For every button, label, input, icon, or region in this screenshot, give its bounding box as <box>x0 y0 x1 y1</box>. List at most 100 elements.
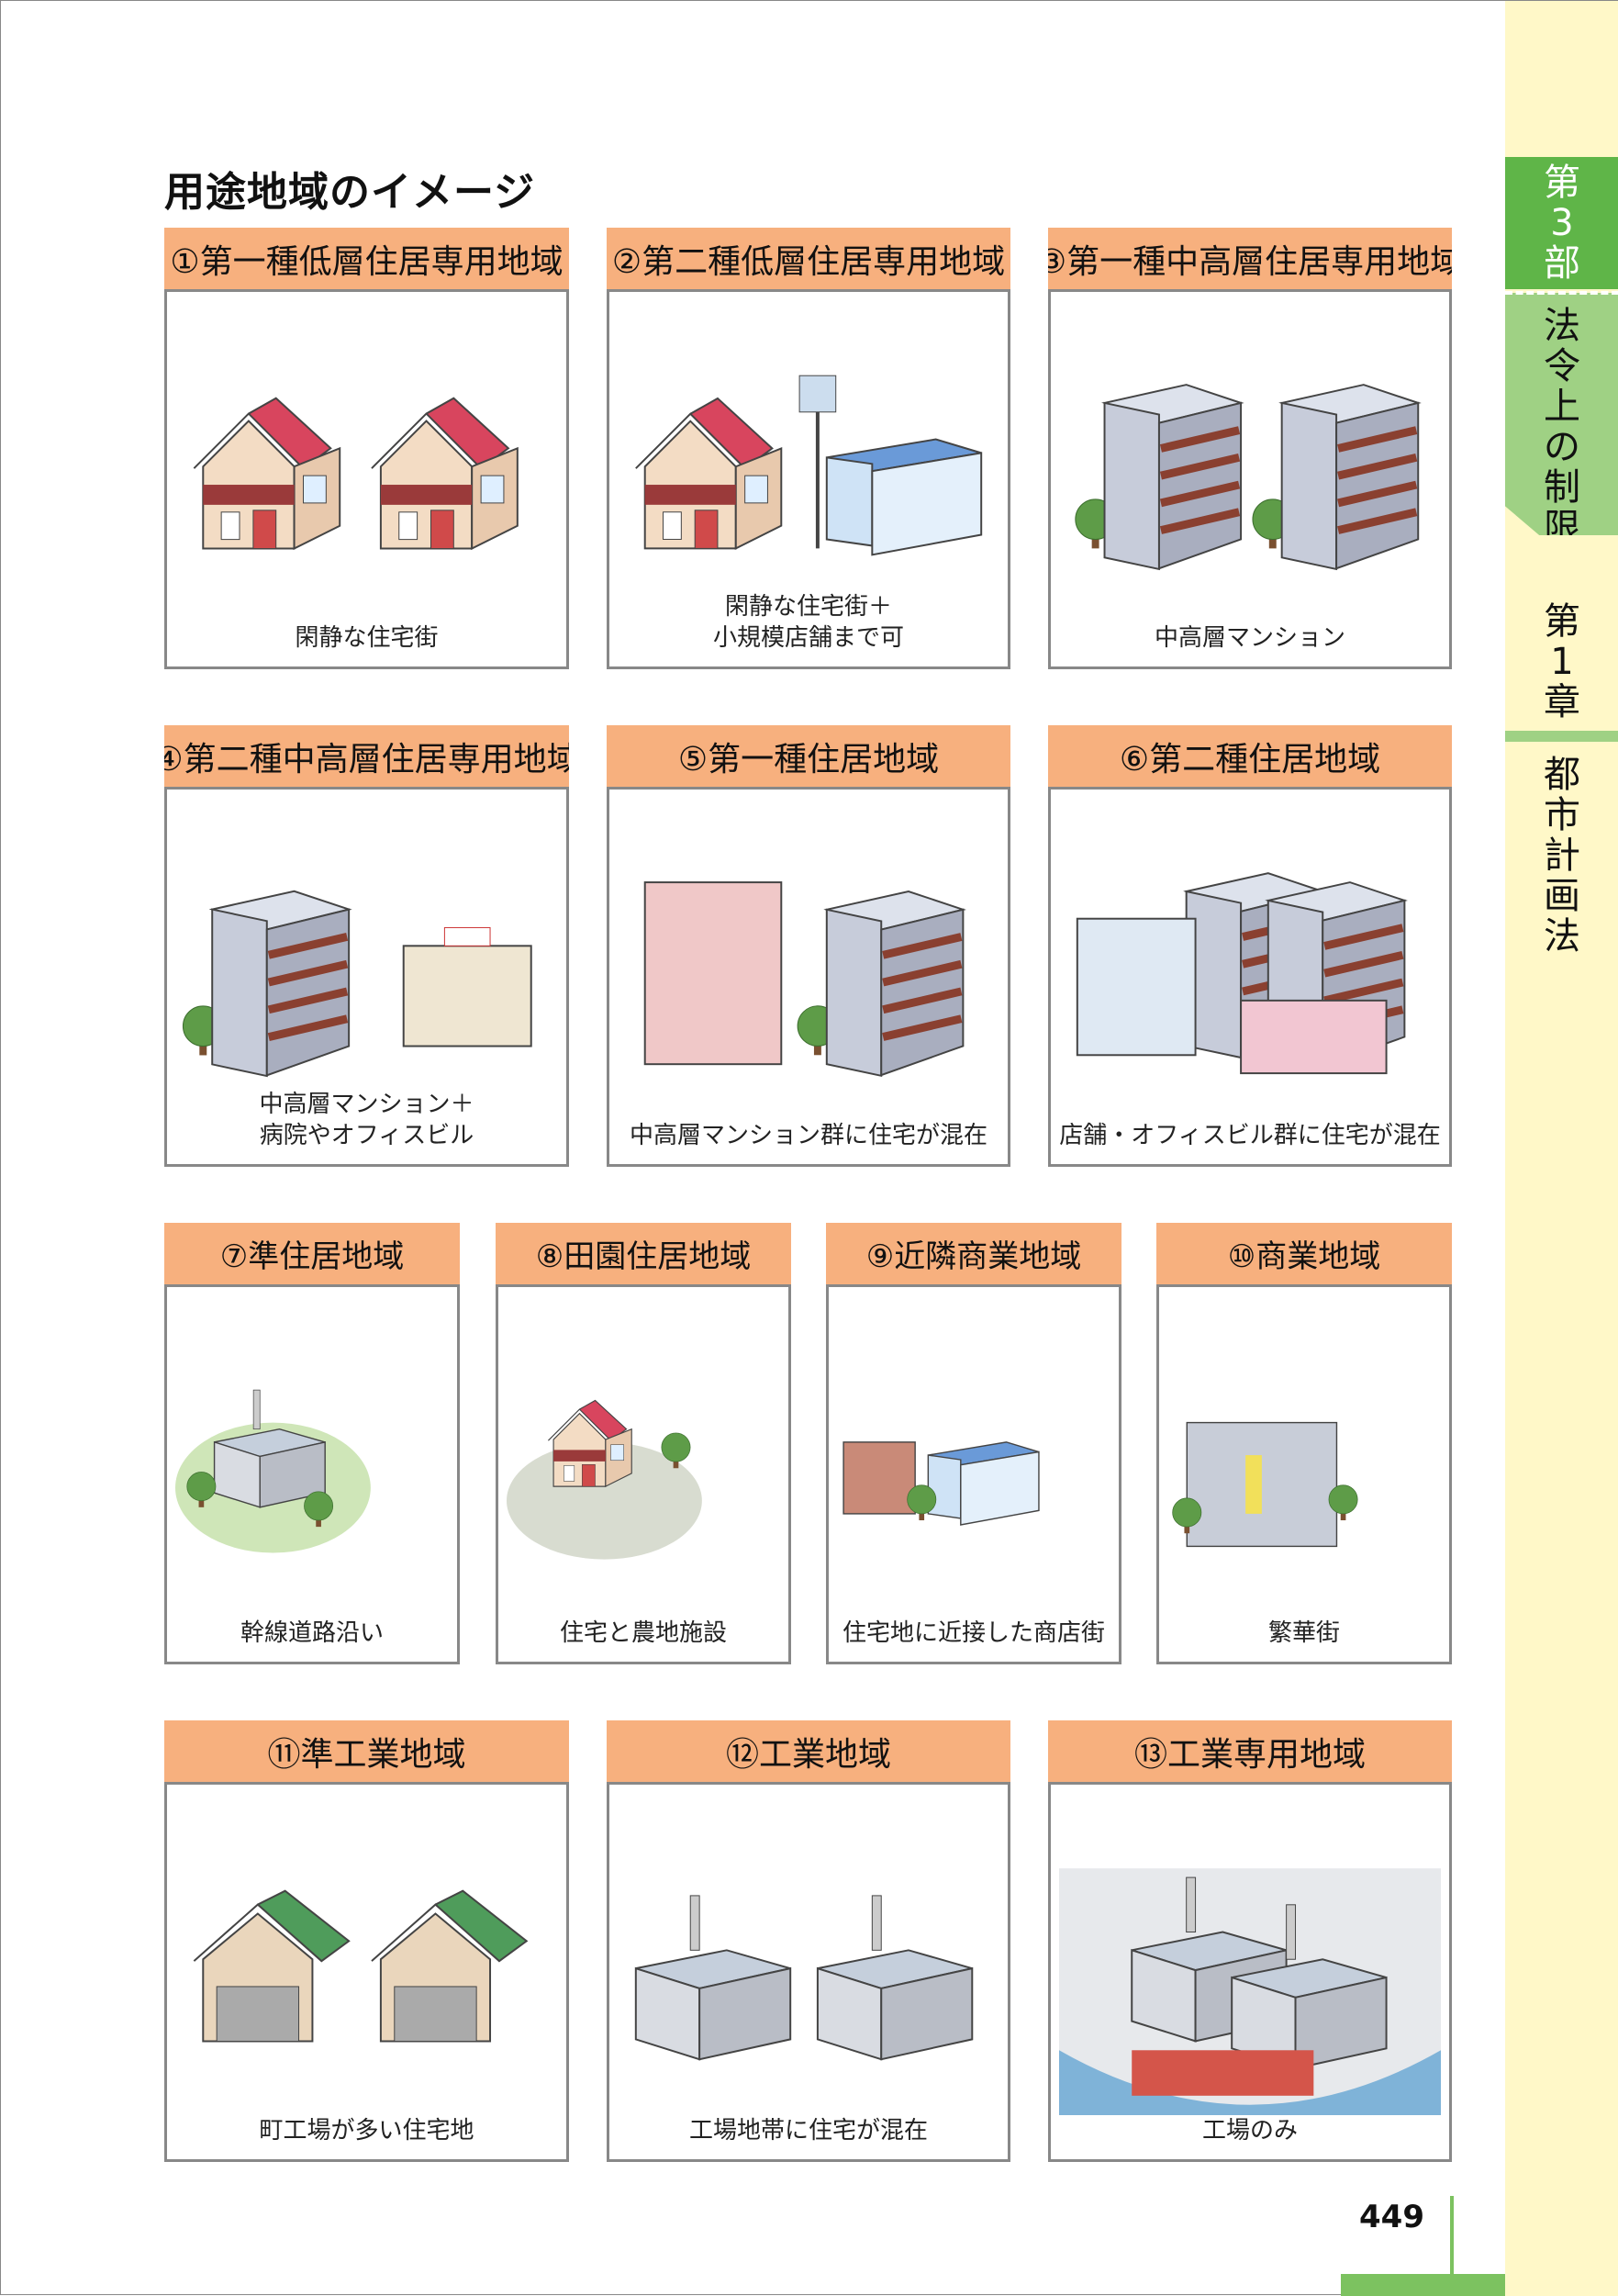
zone-illustration <box>634 1894 974 2061</box>
zone-caption: 工場地帯に住宅が混在 <box>609 2115 1008 2146</box>
zone-caption: 中高層マンション <box>1051 622 1449 654</box>
caption-line: 閑静な住宅街 <box>295 624 439 652</box>
zone-illustration <box>192 1889 528 2043</box>
zone-caption: 工場のみ <box>1051 2115 1449 2146</box>
zone-title: ②第二種低層住居専用地域 <box>607 228 1010 289</box>
zone-caption: 店舗・オフィスビル群に住宅が混在 <box>1051 1120 1449 1151</box>
zone-caption: 町工場が多い住宅地 <box>167 2115 566 2146</box>
zone-title: ⑪準工業地域 <box>164 1720 569 1782</box>
zone-illustration-frame: 中高層マンション <box>1048 289 1452 669</box>
part-title-char: 制 <box>1544 466 1580 509</box>
zone-caption: 中高層マンション群に住宅が混在 <box>609 1120 1008 1151</box>
caption-line: 中高層マンション群に住宅が混在 <box>629 1122 988 1149</box>
caption-line: 住宅と農地施設 <box>559 1619 727 1647</box>
zone-illustration <box>1059 1868 1441 2115</box>
zone-title: ④第二種中高層住居専用地域 <box>164 725 569 787</box>
caption-line: 町工場が多い住宅地 <box>259 2117 474 2145</box>
part-char: 第 <box>1544 162 1580 204</box>
chapter-title-char: 都 <box>1544 754 1580 796</box>
caption-line: 閑静な住宅街＋ <box>724 593 892 621</box>
zone-card: ②第二種低層住居専用地域 閑静な住宅街＋ 小規模店舗まで可 <box>607 228 1010 669</box>
zone-card: ⑦準住居地域 幹線道路沿い <box>164 1223 460 1664</box>
zone-illustration <box>507 1399 702 1560</box>
zone-illustration-frame: 閑静な住宅街＋ 小規模店舗まで可 <box>607 289 1010 669</box>
chapter-title-char: 画 <box>1544 875 1580 917</box>
zone-caption: 閑静な住宅街＋ 小規模店舗まで可 <box>609 591 1008 654</box>
zone-illustration-frame: 幹線道路沿い <box>164 1284 460 1664</box>
zone-illustration <box>192 397 519 550</box>
page-footer-bar <box>1341 2274 1505 2296</box>
zone-illustration-frame: 住宅地に近接した商店街 <box>826 1284 1121 1664</box>
chapter-char: 章 <box>1544 681 1580 723</box>
zone-illustration-frame: 中高層マンション群に住宅が混在 <box>607 787 1010 1167</box>
zone-caption: 住宅地に近接した商店街 <box>829 1618 1119 1649</box>
zone-illustration-frame: 中高層マンション＋ 病院やオフィスビル <box>164 787 569 1167</box>
zone-illustration-frame: 住宅と農地施設 <box>496 1284 791 1664</box>
zone-illustration-frame: 店舗・オフィスビル群に住宅が混在 <box>1048 787 1452 1167</box>
part-title-char: 令 <box>1544 345 1580 387</box>
part-char: 3 <box>1550 202 1574 244</box>
zone-title: ⑦準住居地域 <box>164 1223 460 1284</box>
zone-illustration <box>842 1441 1040 1526</box>
zone-illustration <box>175 1389 371 1553</box>
zone-title: ⑥第二種住居地域 <box>1048 725 1452 787</box>
zone-card: ⑬工業専用地域 工場のみ <box>1048 1720 1452 2162</box>
caption-line: 繁華街 <box>1267 1619 1340 1647</box>
part-char: 部 <box>1544 242 1580 285</box>
page-title: 用途地域のイメージ <box>164 169 536 216</box>
caption-line: 工場地帯に住宅が混在 <box>688 2117 928 2145</box>
zone-card: ③第一種中高層住居専用地域 中高層マンション <box>1048 228 1452 669</box>
chapter-title-char: 計 <box>1544 834 1580 877</box>
caption-line: 小規模店舗まで可 <box>712 624 904 652</box>
chapter-char: 第 <box>1544 600 1580 643</box>
zone-illustration-frame: 工場のみ <box>1048 1782 1452 2162</box>
part-title-char: 限 <box>1544 507 1580 549</box>
caption-line: 中高層マンション＋ <box>259 1091 474 1118</box>
zone-illustration-frame: 繁華街 <box>1156 1284 1452 1664</box>
zone-card: ⑥第二種住居地域 店舗・オフィスビル群に住宅が混在 <box>1048 725 1452 1167</box>
part-title-char: 法 <box>1544 305 1580 347</box>
zone-illustration <box>1172 1421 1358 1548</box>
zone-card: ④第二種中高層住居専用地域 中高層マンション＋ 病院やオフィスビル <box>164 725 569 1167</box>
zone-title: ⑧田園住居地域 <box>496 1223 791 1284</box>
zone-card: ①第一種低層住居専用地域 閑静な住宅街 <box>164 228 569 669</box>
zone-caption: 閑静な住宅街 <box>167 622 566 654</box>
caption-line: 住宅地に近接した商店街 <box>842 1619 1105 1647</box>
zone-illustration <box>1075 356 1441 622</box>
part-title-char: の <box>1544 426 1580 468</box>
zone-card: ⑪準工業地域 町工場が多い住宅地 <box>164 1720 569 2162</box>
page-number: 449 <box>1359 2199 1424 2235</box>
zone-illustration-frame: 工場地帯に住宅が混在 <box>607 1782 1010 2162</box>
dashed-divider <box>1505 291 1618 295</box>
part-title-tab[interactable]: 法令上の制限 <box>1505 293 1618 535</box>
zone-illustration <box>1076 854 1441 1075</box>
zone-title: ⑨近隣商業地域 <box>826 1223 1121 1284</box>
zone-title: ③第一種中高層住居専用地域 <box>1048 228 1452 289</box>
chapter-title-char: 法 <box>1544 915 1580 958</box>
zone-card: ⑤第一種住居地域 中高層マンション群に住宅が混在 <box>607 725 1010 1167</box>
zone-card: ⑨近隣商業地域 住宅地に近接した商店街 <box>826 1223 1121 1664</box>
page-number-rule <box>1450 2196 1454 2277</box>
caption-line: 病院やオフィスビル <box>259 1122 474 1149</box>
caption-line: 幹線道路沿い <box>240 1619 384 1647</box>
zone-card: ⑫工業地域 工場地帯に住宅が混在 <box>607 1720 1010 2162</box>
zone-illustration-frame: 閑静な住宅街 <box>164 289 569 669</box>
chapter-char: 1 <box>1550 641 1574 683</box>
chapter-title-char: 市 <box>1544 794 1580 836</box>
zone-title: ⑤第一種住居地域 <box>607 725 1010 787</box>
caption-line: 工場のみ <box>1201 2117 1298 2145</box>
part-title-char: 上 <box>1544 386 1580 428</box>
caption-line: 中高層マンション <box>1154 624 1345 652</box>
zone-illustration-frame: 町工場が多い住宅地 <box>164 1782 569 2162</box>
zone-illustration <box>643 881 999 1120</box>
zone-caption: 幹線道路沿い <box>167 1618 457 1649</box>
zone-illustration <box>182 854 532 1120</box>
chapter-title: 都市計画法 <box>1505 755 1618 957</box>
zone-caption: 繁華街 <box>1159 1618 1449 1649</box>
zone-caption: 住宅と農地施設 <box>498 1618 788 1649</box>
zone-title: ①第一種低層住居専用地域 <box>164 228 569 289</box>
zone-title: ⑩商業地域 <box>1156 1223 1452 1284</box>
